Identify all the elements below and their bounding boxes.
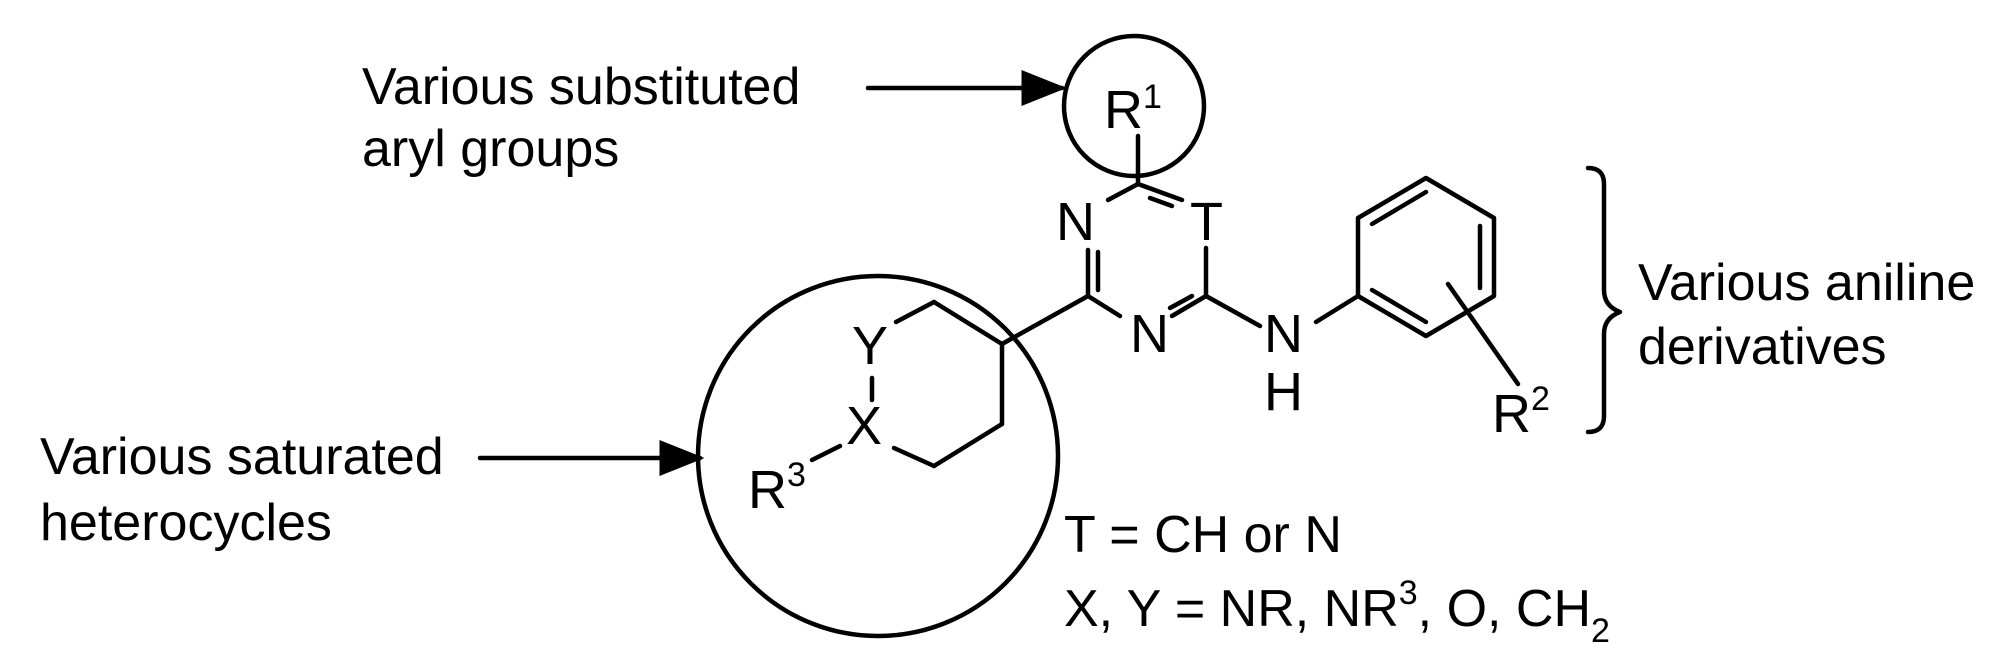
c2-nh-bond [1203, 293, 1263, 329]
phenyl-inner-bond-1 [1369, 189, 1429, 227]
r2-bond [1445, 281, 1521, 387]
atom-nh-h: H [1264, 362, 1303, 422]
ring-heterocycle-bond [999, 293, 1091, 347]
definition-xy: X, Y = NR, NR3, O, CH2 [1064, 574, 1610, 650]
ring-bond-c2-n-bottom [1169, 293, 1209, 319]
ring-bond-n-bottom-c3 [1085, 293, 1123, 319]
r3-bond [809, 443, 843, 463]
nh-phenyl-bond [1313, 293, 1361, 325]
r1-highlight-circle [1061, 33, 1207, 179]
atom-y: Y [852, 316, 888, 376]
definition-t: T = CH or N [1064, 506, 1342, 564]
heterocycle-bond-c-bottom-right [931, 421, 1005, 469]
atom-r2: R2 [1492, 380, 1550, 444]
atom-t: T [1190, 192, 1223, 252]
heterocycles-annotation-line1: Various saturated [40, 428, 444, 486]
atom-r1: R1 [1104, 78, 1162, 140]
aniline-annotation-line1: Various aniline [1638, 254, 1975, 312]
phenyl-ring [1355, 175, 1497, 339]
ring-bond-c1-t [1135, 181, 1185, 203]
ring-bond-c1-t-inner [1147, 195, 1175, 209]
heterocycle-bond-c-top-y [893, 299, 937, 325]
aniline-brace [1585, 165, 1623, 435]
aryl-annotation-line1: Various substituted [362, 58, 800, 116]
heterocycle-highlight-circle [695, 273, 1061, 639]
atom-n-top: N [1056, 192, 1095, 252]
atom-r3: R3 [748, 456, 806, 520]
ring-bond-n-top-c1 [1105, 181, 1141, 203]
heterocycle-bond-x-c-bottom [891, 445, 937, 469]
atom-x: X [846, 396, 882, 456]
atom-n-bottom: N [1130, 304, 1169, 364]
aniline-annotation-line2: derivatives [1638, 318, 1887, 376]
heterocycles-annotation-line2: heterocycles [40, 494, 332, 552]
aryl-annotation-line2: aryl groups [362, 120, 619, 178]
phenyl-inner-bond-3 [1369, 287, 1429, 325]
atom-nh-n: N [1264, 304, 1303, 364]
heterocycle-bond-c-top-right [931, 299, 1005, 347]
ring-bond-c2-n-bottom-inner [1167, 293, 1195, 311]
